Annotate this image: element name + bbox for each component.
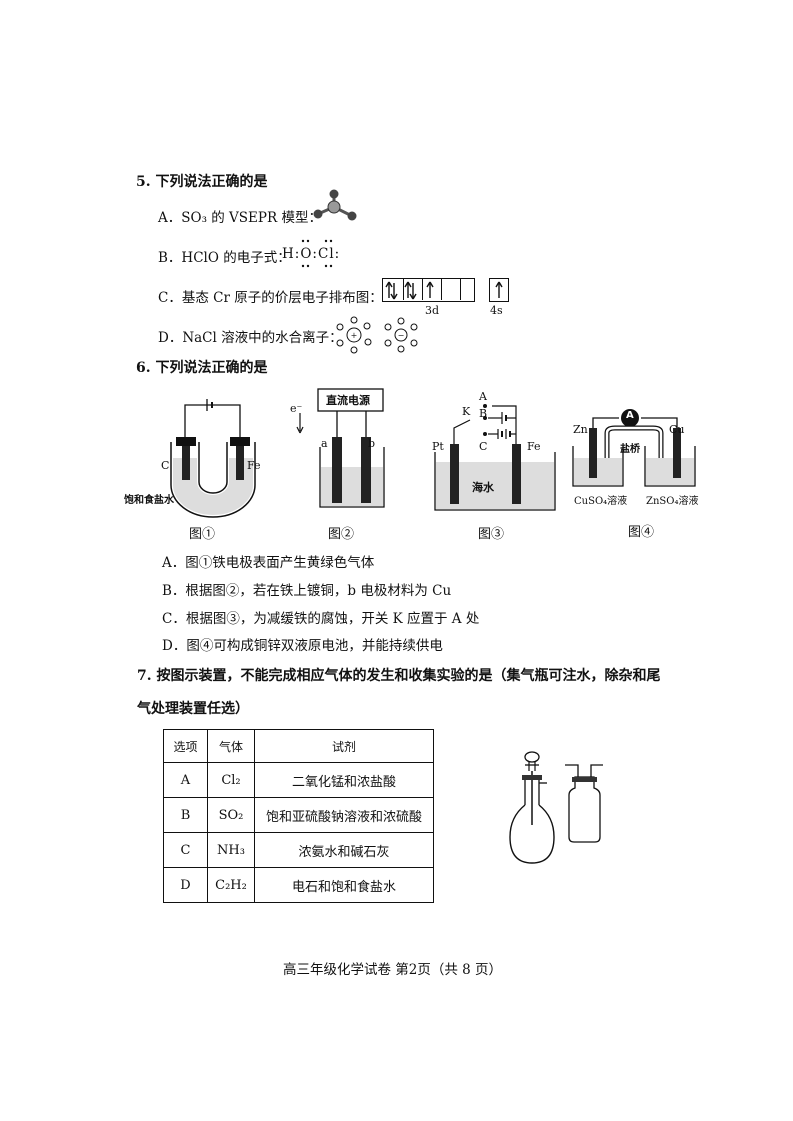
q5-option-a: A．SO₃ 的 VSEPR 模型：: [158, 210, 322, 226]
lone-pair-dots: [301, 239, 333, 268]
spin-arrow-4s: [495, 281, 503, 298]
orbital-3d-1: [383, 279, 404, 300]
fig4-label-bridge: 盐桥: [620, 444, 640, 455]
fig3-caption: 图③: [478, 527, 505, 542]
fig2-label-power: 直流电源: [326, 394, 370, 407]
figure-2-electroplating: [296, 388, 385, 508]
formula-o: O: [300, 246, 313, 262]
fig2-caption: 图②: [328, 527, 355, 542]
table-row: B SO₂ 饱和亚硫酸钠溶液和浓硫酸: [163, 797, 434, 833]
q6-option-a: A．图①铁电极表面产生黄绿色气体: [162, 555, 375, 571]
page-footer: 高三年级化学试卷 第2页（共 8 页）: [283, 962, 503, 978]
fig2-label-e: e⁻: [290, 402, 303, 415]
fig4-label-cu: Cu: [669, 423, 685, 436]
q7-number: 7.: [137, 668, 152, 684]
fig2-label-a: a: [321, 437, 328, 450]
hydrated-ions-image: + −: [336, 316, 418, 354]
fig4-label-cuso4: CuSO₄溶液: [574, 496, 628, 507]
fig3-label-pt: Pt: [432, 440, 444, 453]
header-option: 选项: [163, 729, 208, 763]
figure-4-galvanic-cell: [572, 409, 696, 487]
table-cell: B: [163, 797, 208, 833]
q6-option-d: D．图④可构成铜锌双液原电池，并能持续供电: [162, 638, 443, 654]
table-cell: D: [163, 867, 208, 903]
fig3-label-a: A: [479, 390, 487, 403]
fig3-label-c: C: [479, 440, 488, 453]
fig3-label-seawater: 海水: [472, 481, 494, 494]
header-reagent: 试剂: [254, 729, 434, 763]
fig4-label-zn: Zn: [573, 423, 588, 436]
label-4s: 4s: [490, 304, 503, 317]
q5-heading: 5. 下列说法正确的是: [136, 171, 268, 191]
table-header-row: 选项 气体 试剂: [163, 729, 434, 763]
q5-option-b: B．HClO 的电子式：: [158, 250, 291, 266]
fig3-label-fe: Fe: [527, 440, 541, 453]
label-3d: 3d: [425, 304, 440, 317]
svg-text:−: −: [398, 331, 405, 340]
q5-stem: 下列说法正确的是: [155, 174, 268, 190]
q6-number: 6.: [136, 360, 151, 376]
table-cell: C₂H₂: [207, 867, 255, 903]
header-gas: 气体: [207, 729, 255, 763]
fig1-label-solution: 饱和食盐水: [124, 495, 174, 506]
q7-stem-line2: 气处理装置任选）: [137, 701, 249, 717]
q7-stem-line1: 按图示装置，不能完成相应气体的发生和收集实验的是（集气瓶可注水，除杂和尾: [156, 668, 661, 684]
table-row: A Cl₂ 二氧化锰和浓盐酸: [163, 762, 434, 798]
table-cell: 二氧化锰和浓盐酸: [254, 762, 434, 798]
table-cell: C: [163, 832, 208, 868]
fig1-caption: 图①: [189, 527, 216, 542]
table-cell: 饱和亚硫酸钠溶液和浓硫酸: [254, 797, 434, 833]
figure-1-u-tube: [170, 399, 256, 518]
fig3-label-k: K: [462, 405, 471, 418]
q6-option-b: B．根据图②，若在铁上镀铜，b 电极材料为 Cu: [162, 583, 452, 599]
orbital-3d-2: [402, 279, 423, 300]
q6-heading: 6. 下列说法正确的是: [136, 357, 268, 377]
table-cell: Cl₂: [207, 762, 255, 798]
fig4-ammeter-label: A: [626, 410, 634, 421]
orbital-3d-3: [421, 279, 442, 300]
q5-option-d: D．NaCl 溶液中的水合离子：: [158, 330, 343, 346]
fig4-caption: 图④: [628, 525, 655, 540]
fig4-label-znso4: ZnSO₄溶液: [646, 496, 699, 507]
table-cell: 电石和饱和食盐水: [254, 867, 434, 903]
hclo-electron-formula: H:O:Cl:: [282, 246, 341, 262]
q6-option-c: C．根据图③，为减缓铁的腐蚀，开关 K 应置于 A 处: [162, 611, 480, 627]
figure-3-corrosion: [434, 404, 556, 511]
fig2-label-b: b: [368, 437, 376, 450]
table-cell: A: [163, 762, 208, 798]
formula-h: H: [282, 246, 295, 262]
svg-text:+: +: [351, 331, 358, 340]
q6-stem: 下列说法正确的是: [155, 360, 268, 376]
q7-table: 选项 气体 试剂 A Cl₂ 二氧化锰和浓盐酸 B SO₂ 饱和亚硫酸钠溶液和浓…: [163, 729, 434, 903]
spin-arrows-3d: [385, 281, 434, 300]
fig1-label-fe: Fe: [247, 459, 261, 472]
table-row: D C₂H₂ 电石和饱和食盐水: [163, 867, 434, 903]
table-cell: NH₃: [207, 832, 255, 868]
formula-cl: Cl: [317, 246, 335, 262]
q7-heading: 7. 按图示装置，不能完成相应气体的发生和收集实验的是（集气瓶可注水，除杂和尾: [137, 665, 661, 685]
q5-option-c: C．基态 Cr 原子的价层电子排布图：: [158, 290, 383, 306]
vsepr-model-image: [313, 189, 357, 221]
orbital-box-3d: [382, 278, 475, 302]
orbital-box-4s: [489, 278, 509, 302]
table-row: C NH₃ 浓氨水和碱石灰: [163, 832, 434, 868]
table-cell: 浓氨水和碱石灰: [254, 832, 434, 868]
fig1-label-c: C: [161, 459, 170, 472]
q5-number: 5.: [136, 174, 151, 190]
table-cell: SO₂: [207, 797, 255, 833]
orbital-3d-4: [440, 279, 461, 300]
gas-apparatus-image: [509, 751, 603, 864]
fig3-label-b: B: [479, 407, 488, 420]
